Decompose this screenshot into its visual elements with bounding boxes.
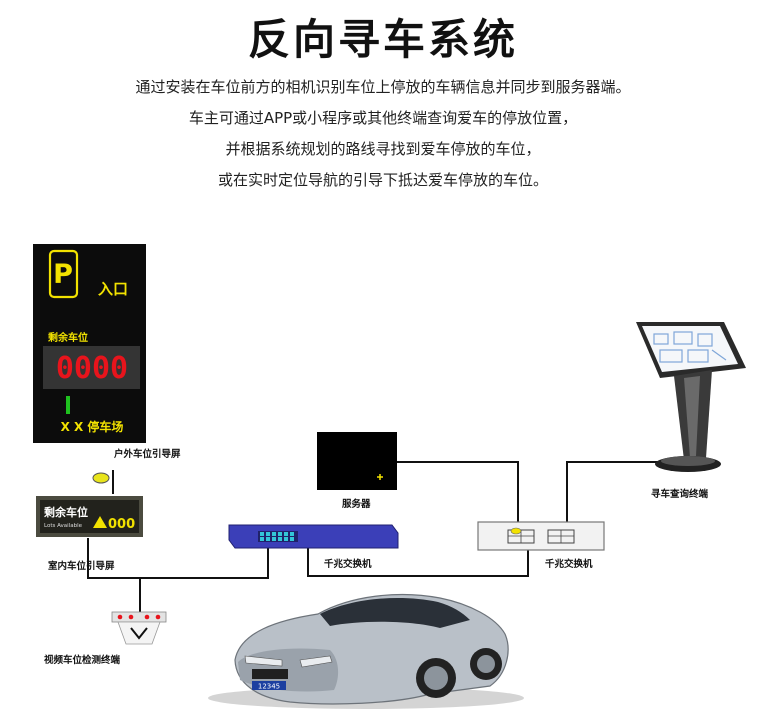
kiosk-caption: 寻车查询终端 xyxy=(651,489,709,500)
entrance-label: 入口 xyxy=(98,280,128,298)
switch-left-caption: 千兆交换机 xyxy=(324,559,372,570)
arrow-up-icon xyxy=(93,516,107,528)
remaining-count: 0000 xyxy=(56,351,128,386)
license-plate-number: 12345 xyxy=(258,683,280,691)
camera-icon xyxy=(111,611,167,645)
switch-right-icon xyxy=(477,521,605,551)
parking-sign-border xyxy=(48,249,79,299)
indoor-screen-caption: 室内车位引导屏 xyxy=(48,561,115,572)
switch-left-icon xyxy=(228,524,399,549)
cable-indoor-to-switch-left xyxy=(87,538,269,579)
page-title: 反向寻车系统 xyxy=(247,15,518,64)
license-plate xyxy=(252,681,286,690)
network-cables xyxy=(87,461,686,614)
switch-right-caption: 千兆交换机 xyxy=(545,559,593,570)
parking-lot-name: X X 停车场 xyxy=(61,419,124,434)
cable-kiosk xyxy=(566,461,686,535)
car-icon xyxy=(208,593,524,709)
lots-available-label: Lots Available xyxy=(44,523,83,529)
green-indicator xyxy=(66,396,70,414)
connector-icon xyxy=(92,472,110,484)
cable-switch-left-to-right xyxy=(307,535,529,577)
description-line-1: 通过安装在车位前方的相机识别车位上停放的车辆信息并同步到服务器端。 xyxy=(135,78,631,96)
server-icon xyxy=(317,432,397,490)
description-line-2: 车主可通过APP或小程序或其他终端查询爱车的停放位置， xyxy=(188,109,578,127)
outdoor-guidance-screen xyxy=(33,244,146,443)
remaining-spaces-label: 剩余车位 xyxy=(48,331,88,344)
indoor-count: 000 xyxy=(108,517,135,532)
description-line-3: 并根据系统规划的路线寻找到爱车停放的车位， xyxy=(225,140,541,158)
indoor-remaining-label: 剩余车位 xyxy=(44,505,88,519)
kiosk-icon xyxy=(636,322,746,472)
indoor-guidance-screen xyxy=(36,496,143,537)
parking-symbol: P xyxy=(53,259,73,290)
led-panel xyxy=(43,346,140,389)
cable-server xyxy=(380,461,519,530)
description-line-4: 或在实时定位导航的引导下抵达爱车停放的车位。 xyxy=(217,171,548,189)
camera-caption: 视频车位检测终端 xyxy=(44,655,121,666)
outdoor-screen-caption: 户外车位引导屏 xyxy=(114,449,181,460)
server-caption: 服务器 xyxy=(342,499,371,510)
